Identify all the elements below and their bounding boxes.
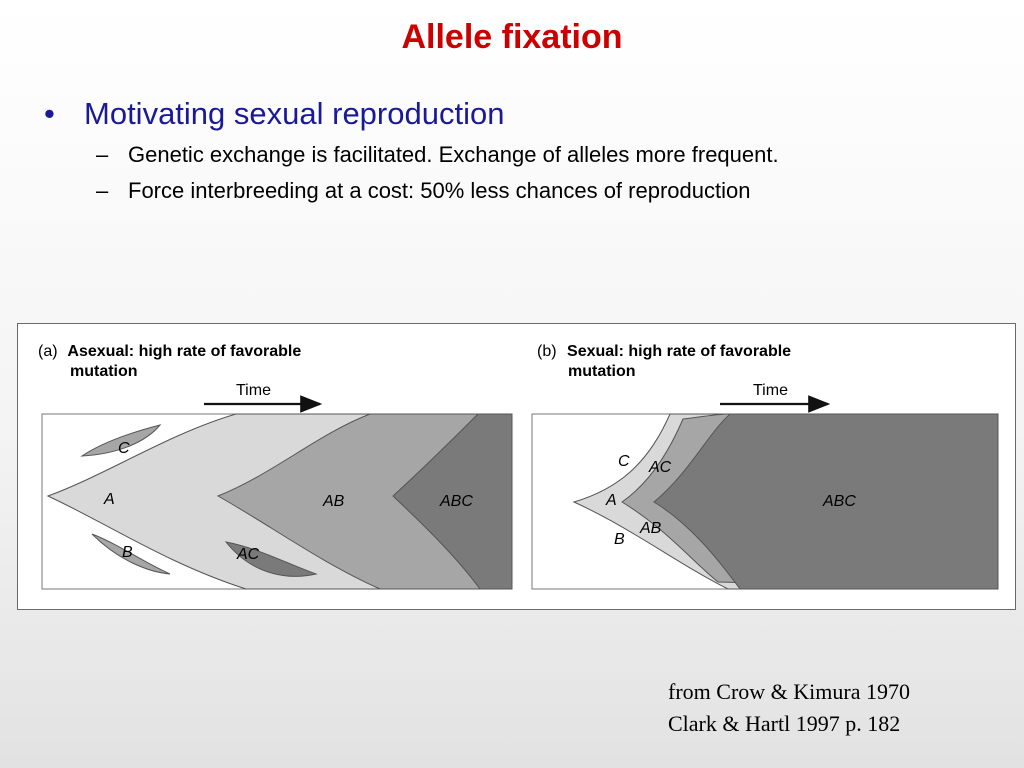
sub-bullet-item: – Force interbreeding at a cost: 50% les… <box>44 176 1004 206</box>
label-ab: AB <box>639 520 662 537</box>
allele-fixation-figure: (a) Asexual: high rate of favorable muta… <box>17 323 1016 610</box>
sub-bullet-text: Force interbreeding at a cost: 50% less … <box>128 178 751 203</box>
region-b <box>91 533 171 575</box>
panel-b-title-line2: mutation <box>568 363 636 380</box>
figure-svg: (a) Asexual: high rate of favorable muta… <box>38 343 999 590</box>
label-ac: AC <box>648 459 672 476</box>
panel-a-title-line2: mutation <box>70 363 138 380</box>
sub-bullet-dash: – <box>96 178 109 203</box>
label-c: C <box>118 440 130 457</box>
label-ab: AB <box>322 493 345 510</box>
credit-line-2: Clark & Hartl 1997 p. 182 <box>668 711 901 736</box>
bullet-list: • Motivating sexual reproduction – Genet… <box>44 94 1004 206</box>
bullet-dot: • <box>44 96 55 131</box>
panel-a-time-label: Time <box>236 382 271 399</box>
panel-sexual: (b) Sexual: high rate of favorable mutat… <box>531 343 999 590</box>
label-a: A <box>103 491 115 508</box>
bullet-text: Motivating sexual reproduction <box>84 96 505 131</box>
label-abc: ABC <box>439 493 473 510</box>
region-abc-sexual <box>653 413 999 590</box>
label-b: B <box>122 544 133 561</box>
credit-line-1: from Crow & Kimura 1970 <box>668 679 910 704</box>
label-abc: ABC <box>822 493 856 510</box>
panel-b-time-label: Time <box>753 382 788 399</box>
panel-a-title: (a) Asexual: high rate of favorable <box>38 343 301 360</box>
panel-b-title: (b) Sexual: high rate of favorable <box>537 343 791 360</box>
label-a: A <box>605 492 617 509</box>
sub-bullet-item: – Genetic exchange is facilitated. Excha… <box>44 140 1004 170</box>
source-credit: from Crow & Kimura 1970 Clark & Hartl 19… <box>668 676 910 740</box>
sub-bullet-dash: – <box>96 142 109 167</box>
label-ac: AC <box>236 546 260 563</box>
region-abc <box>392 413 513 590</box>
label-c: C <box>618 453 630 470</box>
bullet-item: • Motivating sexual reproduction <box>44 94 1004 134</box>
slide-title: Allele fixation <box>401 18 623 56</box>
region-ac <box>224 541 318 577</box>
sub-bullet-text: Genetic exchange is facilitated. Exchang… <box>128 142 779 167</box>
region-c <box>80 424 162 457</box>
label-b: B <box>614 531 625 548</box>
panel-asexual: (a) Asexual: high rate of favorable muta… <box>38 343 513 590</box>
